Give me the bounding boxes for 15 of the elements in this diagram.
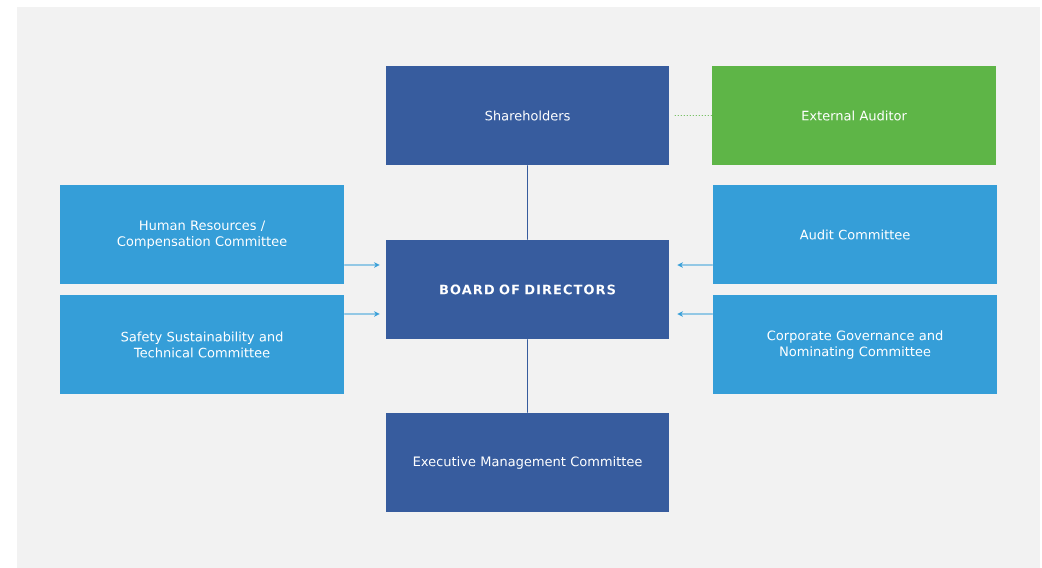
dotted-line — [672, 115, 713, 116]
arrow — [343, 311, 380, 317]
auditor-box: External Auditor — [712, 66, 996, 165]
arrow — [343, 262, 380, 268]
committee-box: Corporate Governance and Nominating Committee — [713, 295, 997, 394]
committee-box: Safety Sustainability and Technical Committee — [60, 295, 344, 394]
arrow — [677, 311, 714, 317]
committee-box: Audit Committee — [713, 185, 997, 284]
committee-box: Human Resources / Compensation Committee — [60, 185, 344, 284]
shareholders-box: Shareholders — [386, 66, 669, 165]
management-box: Executive Management Committee — [386, 413, 669, 512]
connector-line — [527, 164, 528, 241]
connector-line — [527, 338, 528, 414]
arrow — [677, 262, 714, 268]
board-box: BOARD OF DIRECTORS — [386, 240, 669, 339]
